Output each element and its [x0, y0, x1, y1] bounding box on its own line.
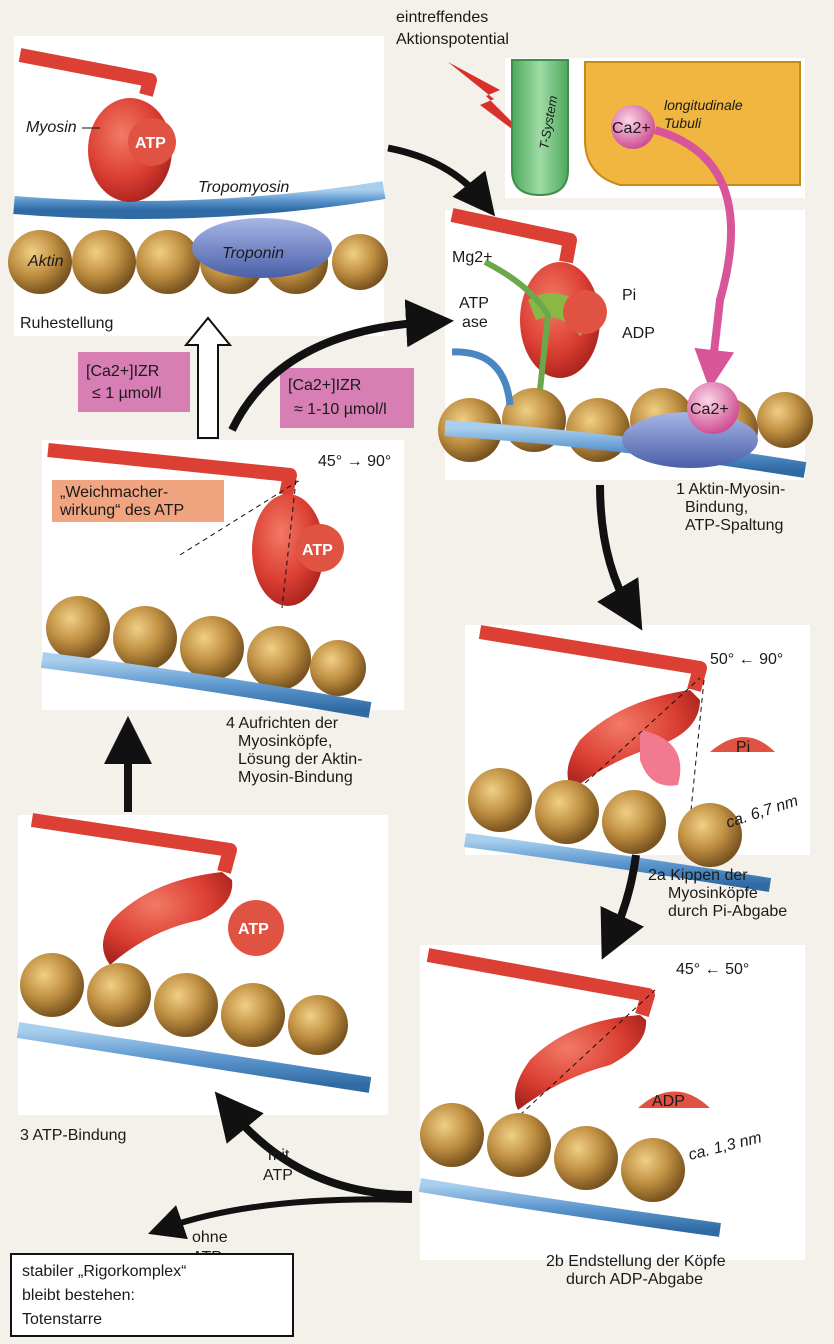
step1-atpase-label: ATP	[459, 295, 489, 312]
with-atp-label: mit	[268, 1147, 290, 1164]
step3-atp-label: ATP	[238, 921, 269, 938]
step1-caption: 1 Aktin-Myosin-	[676, 481, 785, 498]
step1-atpase-label-2: ase	[462, 314, 488, 331]
ca-high-label: [Ca2+]IZR	[288, 377, 361, 394]
ca-low-value: ≤ 1 µmol/l	[92, 385, 162, 402]
rigor-line-2: bleibt bestehen:	[22, 1287, 135, 1304]
step2a-caption-2: Myosinköpfe	[668, 885, 758, 902]
rest-aktin-label: Aktin	[27, 253, 64, 270]
arrow-rest-to-membrane	[388, 148, 482, 200]
step2b-angle: 45° ← 50°	[676, 961, 749, 978]
step2a-angle: 50° ← 90°	[710, 651, 783, 668]
step4-caption: 4 Aufrichten der	[226, 715, 339, 732]
softener-label-2: wirkung“ des ATP	[59, 502, 184, 519]
step2b-caption: 2b Endstellung der Köpfe	[546, 1253, 726, 1270]
step2a-caption: 2a Kippen der	[648, 867, 748, 884]
ca-low-label: [Ca2+]IZR	[86, 363, 159, 380]
step1-pi-label: Pi	[622, 287, 636, 304]
step1-troponin	[622, 412, 758, 468]
step2b-caption-2: durch ADP-Abgabe	[566, 1271, 703, 1288]
rest-caption: Ruhestellung	[20, 315, 113, 332]
step1-pi-adp	[563, 290, 607, 334]
ca-low-box	[78, 352, 190, 412]
step4-caption-4: Myosin-Bindung	[238, 769, 353, 786]
rest-tropomyosin-label: Tropomyosin	[198, 179, 289, 196]
step2b-adp-label: ADP	[652, 1093, 685, 1110]
arrow-with-atp	[230, 1110, 412, 1195]
rest-atp-label: ATP	[135, 135, 166, 152]
tubuli-label-2: Tubuli	[664, 115, 702, 131]
step2a-pi-label: Pi	[736, 739, 750, 756]
tubuli-label: longitudinale	[664, 97, 743, 113]
softener-label: „Weichmacher-	[60, 484, 168, 501]
step4-caption-3: Lösung der Aktin-	[238, 751, 363, 768]
step4-atp-label: ATP	[302, 542, 333, 559]
arrow-without-atp	[165, 1199, 412, 1228]
relaxation-arrow	[186, 318, 230, 438]
rigor-line-1: stabiler „Rigorkomplex“	[22, 1263, 187, 1280]
calcium-label-top: Ca2+	[612, 120, 651, 137]
arrow-step1-to-step2a	[600, 485, 630, 610]
step1-caption-3: ATP-Spaltung	[685, 517, 783, 534]
rigor-line-3: Totenstarre	[22, 1311, 102, 1328]
ca-high-value: ≈ 1-10 µmol/l	[294, 401, 387, 418]
step4-caption-2: Myosinköpfe,	[238, 733, 332, 750]
step2a-caption-3: durch Pi-Abgabe	[668, 903, 787, 920]
without-atp-label: ohne	[192, 1229, 228, 1246]
step3-caption: 3 ATP-Bindung	[20, 1127, 126, 1144]
step1-mg-label: Mg2+	[452, 249, 492, 266]
rest-troponin-label: Troponin	[222, 245, 284, 262]
rest-myosin-label: Myosin	[26, 119, 77, 136]
step1-caption-2: Bindung,	[685, 499, 748, 516]
with-atp-label-2: ATP	[263, 1167, 293, 1184]
step1-calcium-label: Ca2+	[690, 401, 729, 418]
action-potential-label: eintreffendes	[396, 9, 488, 26]
step4-angle: 45° → 90°	[318, 453, 391, 470]
action-potential-label-2: Aktionspotential	[396, 31, 509, 48]
step1-adp-label: ADP	[622, 325, 655, 342]
